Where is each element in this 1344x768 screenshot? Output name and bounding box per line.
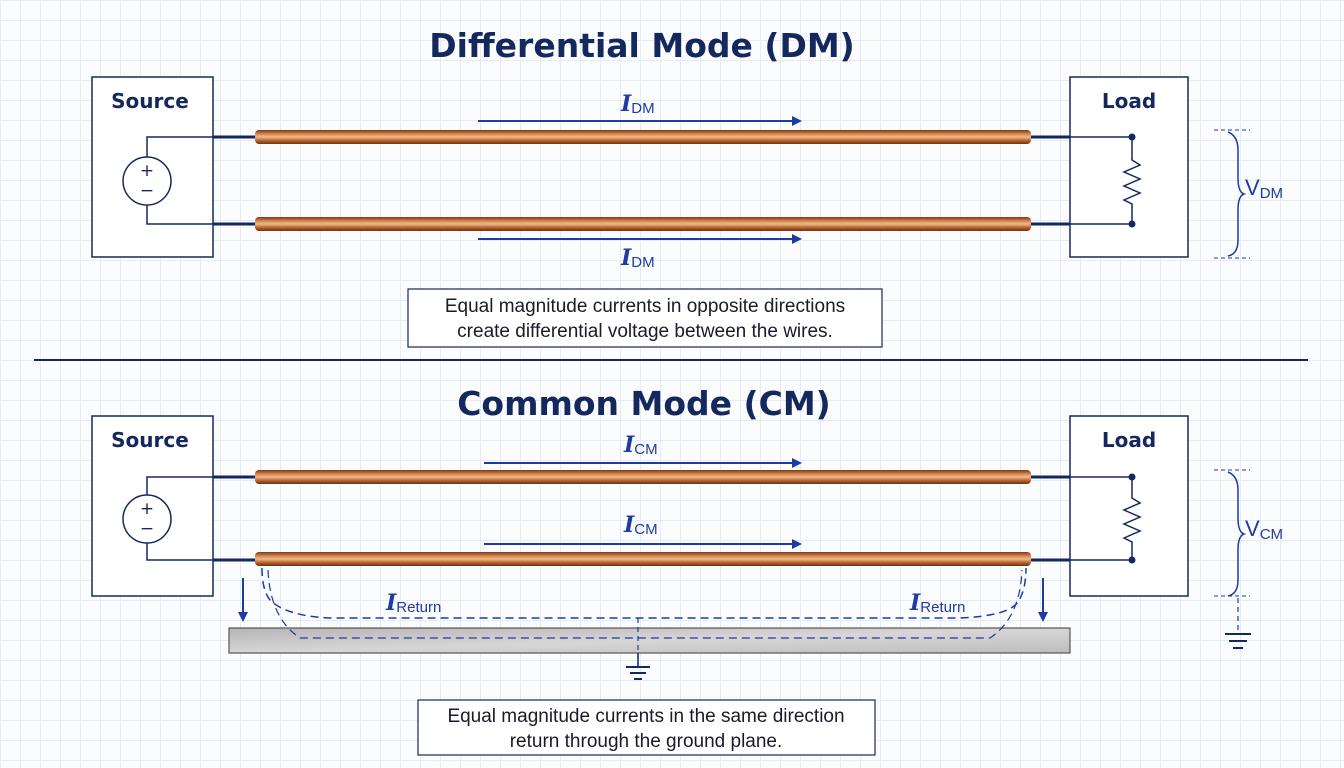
dm-source-label: Source: [111, 89, 189, 113]
cm-plane-ground-icon: [626, 653, 650, 680]
dm-title: Differential Mode (DM): [429, 26, 855, 65]
dm-source: Source + −: [91, 76, 214, 258]
cm-top-current-label: ICM: [623, 432, 658, 458]
cm-wires: [213, 470, 1070, 566]
dm-top-current-label: IDM: [620, 91, 655, 117]
cm-note: Equal magnitude currents in the same dir…: [417, 699, 876, 756]
cm-minus-sign: −: [140, 519, 154, 539]
cm-title: Common Mode (CM): [457, 384, 831, 423]
cm-voltage-label: VCM: [1245, 516, 1283, 543]
cm-plus-sign: +: [140, 499, 154, 519]
cm-load-box: [1069, 415, 1189, 597]
dm-plus-sign: +: [140, 161, 154, 181]
dm-bottom-copper-wire: [255, 217, 1031, 231]
cm-note-line2: return through the ground plane.: [510, 731, 783, 752]
cm-return-left-label: IReturn: [385, 590, 441, 616]
cm-source-label: Source: [111, 428, 189, 452]
cm-load: Load: [1069, 415, 1189, 597]
dm-voltage-indicator: VDM: [1214, 129, 1283, 259]
cm-top-copper-wire: [255, 470, 1031, 484]
dm-note-line1: Equal magnitude currents in opposite dir…: [445, 296, 845, 317]
cm-return-right-label: IReturn: [909, 590, 965, 616]
dm-minus-sign: −: [140, 181, 154, 201]
cm-reference-ground-icon: [1225, 633, 1251, 649]
cm-voltage-source-icon: + −: [122, 476, 213, 561]
dm-note-line2: create differential voltage between the …: [457, 321, 833, 342]
dm-bottom-current-label: IDM: [620, 245, 655, 271]
cm-bottom-current-label: ICM: [623, 512, 658, 538]
dm-load-box: [1069, 76, 1189, 258]
cm-load-label: Load: [1102, 428, 1156, 452]
cm-ground-plane: [228, 627, 1071, 654]
cm-voltage-indicator: VCM: [1214, 469, 1283, 632]
dm-load-label: Load: [1102, 89, 1156, 113]
dm-top-copper-wire: [255, 130, 1031, 144]
cm-bottom-copper-wire: [255, 552, 1031, 566]
cm-resistor-icon: [1070, 473, 1142, 564]
dm-section: Differential Mode (DM) Source + − Load: [91, 26, 1283, 348]
dm-resistor-icon: [1070, 133, 1142, 228]
cm-source: Source + −: [91, 415, 214, 597]
dm-note: Equal magnitude currents in opposite dir…: [407, 288, 883, 348]
dm-voltage-source-icon: + −: [122, 136, 213, 225]
cm-note-line1: Equal magnitude currents in the same dir…: [447, 706, 844, 727]
dm-wires: [213, 130, 1070, 231]
dm-voltage-label: VDM: [1245, 175, 1283, 202]
cm-section: Common Mode (CM) Source + − Load: [91, 384, 1283, 756]
dm-load: Load: [1069, 76, 1189, 258]
